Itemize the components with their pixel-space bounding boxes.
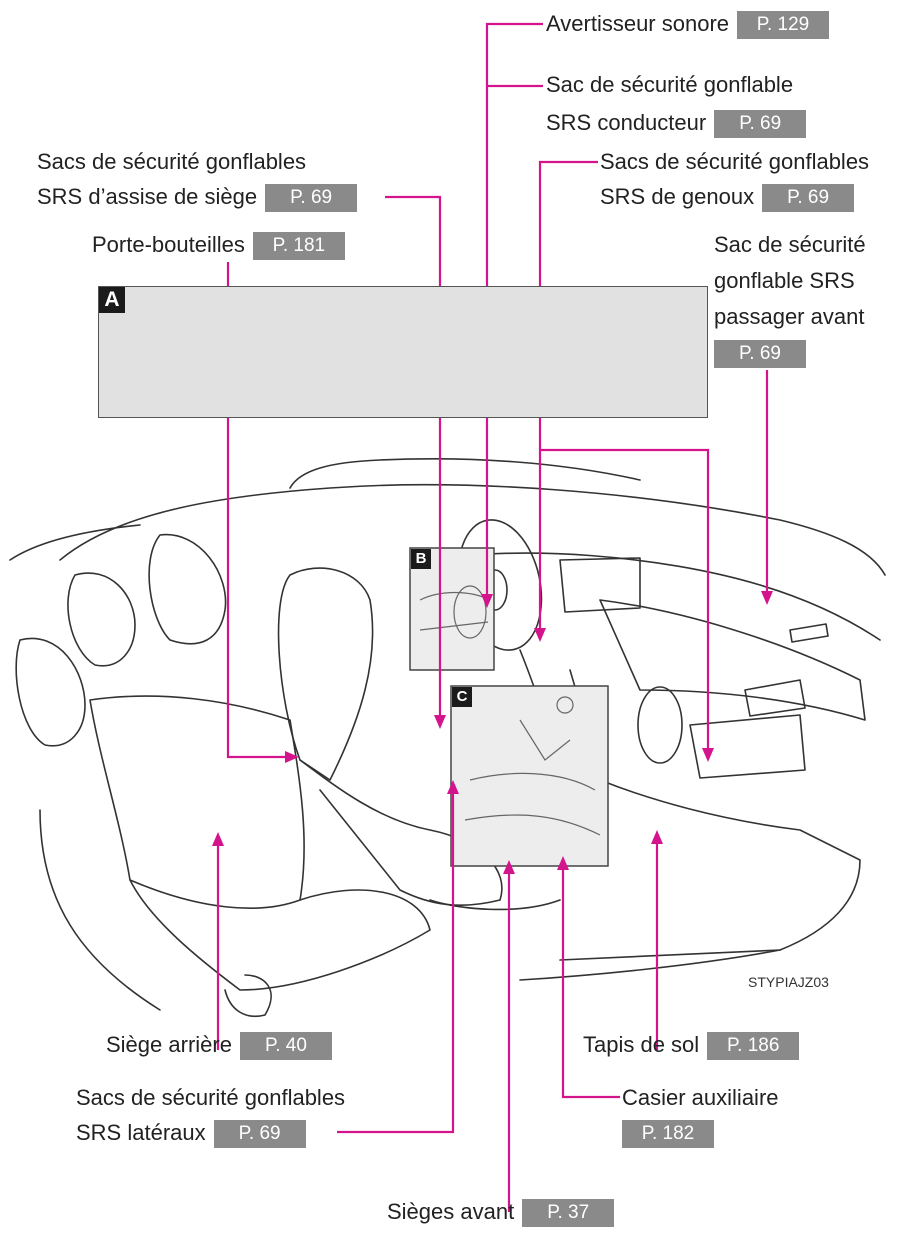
- image-code: STYPIAJZ03: [748, 974, 829, 990]
- arrow-front-seats: [503, 860, 515, 874]
- leader-aux-box: [561, 862, 620, 1099]
- inset-badge-b: B: [411, 549, 431, 569]
- front-seat-back: [277, 567, 374, 781]
- rear-window-edge: [9, 524, 141, 561]
- leader-side-airbags: [337, 786, 455, 1134]
- passenger-airbag-line1: Sac de sécurité: [714, 232, 866, 257]
- dashboard-top: [429, 552, 881, 641]
- passenger-airbag-line2: gonflable SRS: [714, 268, 855, 293]
- leader-cushion-airbags: [385, 195, 442, 722]
- inset-badge-c: C: [452, 687, 472, 707]
- passenger-floor: [559, 779, 861, 961]
- horn-text: Avertisseur sonore: [546, 11, 730, 36]
- side-vent: [744, 679, 806, 717]
- front-seats-text: Sièges avant: [387, 1199, 515, 1224]
- knee-airbags-line2: SRS de genoux: [600, 184, 755, 209]
- leader-knee-airbags-branch: [540, 448, 710, 755]
- rear-body-edge: [39, 809, 161, 1011]
- front-seat-rail: [429, 899, 561, 911]
- label-horn: Avertisseur sonore P. 129: [546, 5, 830, 43]
- panel-badge-a: A: [99, 287, 125, 313]
- side-airbags-line1: Sacs de sécurité gonflables: [76, 1085, 346, 1110]
- driver-airbag-line2: SRS conducteur: [546, 110, 707, 135]
- rear-seat-text: Siège arrière: [106, 1032, 232, 1057]
- rear-seat-cushion: [129, 879, 431, 991]
- rear-headrest-right: [148, 533, 227, 645]
- label-floor-mats: Tapis de sol P. 186: [583, 1026, 800, 1064]
- passenger-airbag-line3: passager avant: [714, 304, 865, 329]
- front-seats-page-ref[interactable]: P. 37: [522, 1199, 615, 1228]
- floor-mats-page-ref[interactable]: P. 186: [707, 1032, 800, 1061]
- arrow-floor-mats: [651, 830, 663, 844]
- arrow-aux-box: [557, 856, 569, 870]
- arrow-bottle: [285, 751, 299, 763]
- aux-box-page-ref[interactable]: P. 182: [622, 1120, 714, 1149]
- leader-bottle-holders: [226, 262, 285, 759]
- glovebox: [689, 714, 806, 779]
- cushion-airbags-page-ref[interactable]: P. 69: [265, 184, 358, 213]
- floor-mats-text: Tapis de sol: [583, 1032, 700, 1057]
- label-aux-box: P. 182: [614, 1114, 714, 1152]
- sill-front: [519, 949, 781, 981]
- dashboard-panel: [599, 599, 866, 721]
- windshield-outline: [59, 483, 886, 576]
- arrow-side-airbags: [447, 780, 459, 794]
- label-bottle-holders: Porte-bouteilles P. 181: [92, 226, 345, 264]
- driver-airbag-line1: Sac de sécurité gonflable: [546, 72, 794, 97]
- horn-page-ref[interactable]: P. 129: [737, 11, 830, 40]
- rear-headrest-center: [67, 572, 136, 667]
- label-cushion-airbags: SRS d’assise de siège P. 69: [37, 178, 358, 216]
- arrow-horn: [481, 594, 493, 608]
- dash-vent-right: [789, 623, 829, 643]
- rear-headrest-left: [15, 637, 86, 747]
- roof-edge: [289, 458, 641, 489]
- knee-airbags-line1: Sacs de sécurité gonflables: [600, 149, 870, 174]
- side-airbags-page-ref[interactable]: P. 69: [213, 1120, 306, 1149]
- aux-box-text: Casier auxiliaire: [622, 1085, 779, 1110]
- label-front-seats: Sièges avant P. 37: [387, 1193, 615, 1231]
- driver-airbag-page-ref[interactable]: P. 69: [714, 110, 807, 139]
- center-screen: [559, 557, 641, 613]
- arrow-passenger: [761, 591, 773, 605]
- rear-seat-page-ref[interactable]: P. 40: [239, 1032, 332, 1061]
- arrow-cushion: [434, 715, 446, 729]
- cushion-airbags-line1: Sacs de sécurité gonflables: [37, 149, 307, 174]
- side-airbags-line2: SRS latéraux: [76, 1120, 206, 1145]
- label-side-airbags: SRS latéraux P. 69: [76, 1114, 306, 1152]
- arrow-knee: [534, 628, 546, 642]
- label-passenger-airbag: P. 69: [706, 334, 806, 372]
- passenger-airbag-page-ref[interactable]: P. 69: [714, 340, 806, 369]
- arrow-rear-seat: [212, 832, 224, 846]
- speaker-grille: [637, 686, 683, 764]
- rear-seat-back: [89, 695, 305, 909]
- inset-c-frame: [450, 685, 609, 867]
- label-driver-airbag: SRS conducteur P. 69: [546, 104, 807, 142]
- knee-airbags-page-ref[interactable]: P. 69: [762, 184, 855, 213]
- leader-knee-airbags: [538, 160, 598, 635]
- section-panel-a: [98, 286, 708, 418]
- label-rear-seat: Siège arrière P. 40: [106, 1026, 332, 1064]
- bottle-holders-page-ref[interactable]: P. 181: [252, 232, 345, 261]
- cushion-airbags-line2: SRS d’assise de siège: [37, 184, 258, 209]
- rear-seat-anchor: [224, 974, 272, 1017]
- bottle-holders-text: Porte-bouteilles: [92, 232, 245, 257]
- label-knee-airbags: SRS de genoux P. 69: [600, 178, 855, 216]
- arrow-knee-branch: [702, 748, 714, 762]
